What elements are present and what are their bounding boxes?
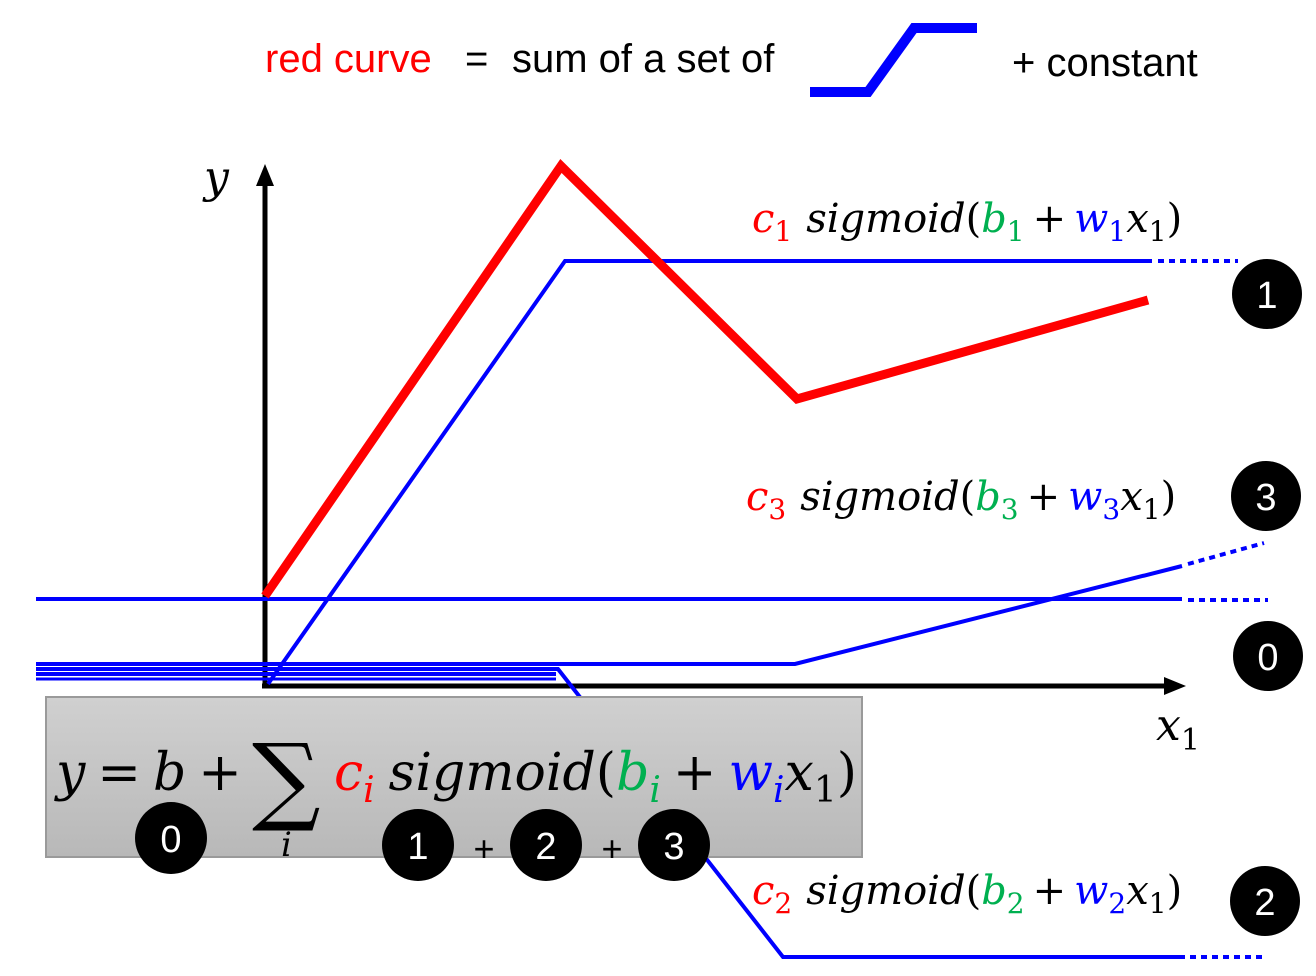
- y-axis-label: y: [202, 152, 230, 203]
- formula-badge-2: 2: [510, 809, 582, 881]
- red-curve: [261, 159, 1150, 599]
- svg-text:3: 3: [1255, 477, 1276, 519]
- formula-text: y=b+: [54, 743, 242, 803]
- step-shape-icon: [810, 23, 977, 97]
- sigmoid-1-curve: [266, 259, 1152, 686]
- formula-badge-0: 0: [135, 802, 207, 874]
- sum-symbol: ∑: [252, 723, 321, 835]
- sum-index: i: [281, 825, 292, 865]
- svg-text:2: 2: [1254, 882, 1275, 924]
- sigmoid-3-curve: [36, 564, 1183, 666]
- svg-text:0: 0: [1257, 637, 1278, 679]
- formula-plus-1: +: [473, 828, 494, 869]
- equals-sign: =: [465, 37, 488, 81]
- curves: [36, 159, 1268, 959]
- svg-text:0: 0: [160, 819, 181, 861]
- svg-text:1: 1: [1256, 275, 1277, 317]
- formula-plus-2: +: [601, 828, 622, 869]
- red-curve-label: red curve: [265, 37, 432, 81]
- badge-1: 1: [1232, 259, 1302, 329]
- badge-0: 0: [1233, 621, 1303, 691]
- formula-badge-3: 3: [638, 809, 710, 881]
- badge-3: 3: [1231, 461, 1301, 531]
- x-axis-label: x1: [1156, 700, 1200, 758]
- x-axis-arrow-icon: [1164, 677, 1186, 695]
- formula-badge-1: 1: [382, 809, 454, 881]
- sum-phrase: sum of a set of: [512, 37, 775, 81]
- axes: y x1: [202, 152, 1200, 758]
- sigmoid-3-continuation: [1187, 541, 1265, 566]
- plus-constant-label: + constant: [1012, 41, 1198, 85]
- header-legend: red curve = sum of a set of + constant: [265, 23, 1198, 97]
- svg-text:3: 3: [663, 826, 684, 868]
- badge-2: 2: [1230, 866, 1300, 936]
- svg-text:1: 1: [407, 826, 428, 868]
- svg-text:2: 2: [535, 826, 556, 868]
- y-axis-arrow-icon: [256, 164, 274, 186]
